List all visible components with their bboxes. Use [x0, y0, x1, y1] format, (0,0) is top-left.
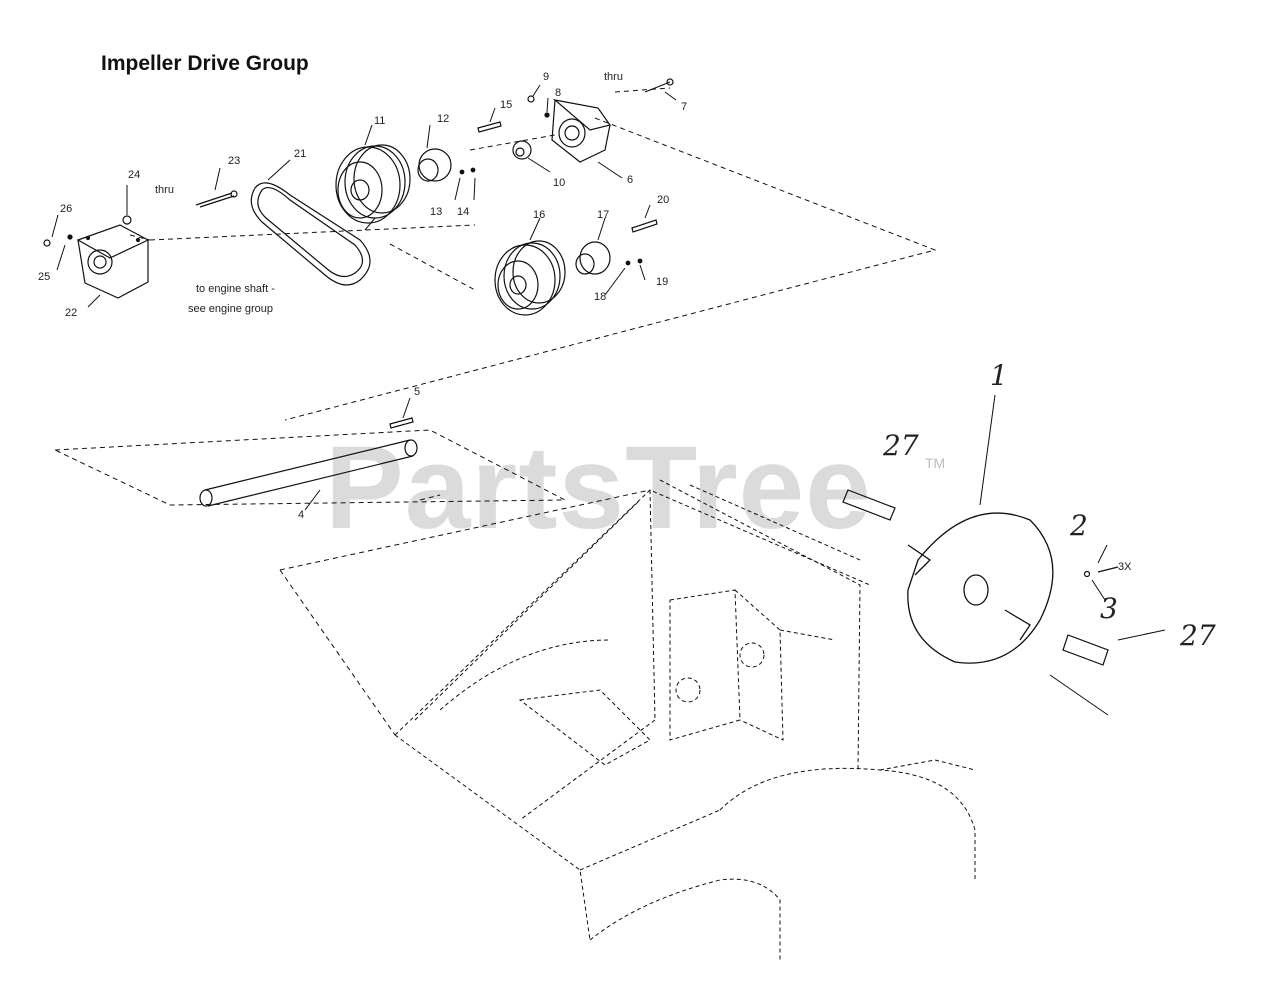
set-screws-13-14	[459, 167, 476, 175]
watermark-tm: TM	[925, 455, 946, 471]
label-18: 18	[594, 291, 606, 303]
diagram-title: Impeller Drive Group	[101, 52, 309, 75]
bolt-26	[43, 239, 51, 247]
lower-hub-17	[575, 241, 611, 275]
bolt-2	[1097, 566, 1119, 573]
washer-8	[544, 112, 550, 118]
leader-lines	[51, 84, 1166, 716]
label-3: 3	[1100, 592, 1118, 625]
blower-housing	[394, 479, 976, 960]
label-20: 20	[657, 194, 669, 206]
label-27-lower: 27	[1179, 619, 1216, 652]
thru-note-left: thru	[155, 184, 174, 196]
nut-24	[122, 215, 132, 225]
label-6: 6	[627, 174, 633, 186]
nut-9	[527, 95, 535, 103]
collar-10	[512, 140, 532, 160]
label-13: 13	[430, 206, 442, 218]
label-19: 19	[656, 276, 668, 288]
label-24: 24	[128, 169, 140, 181]
label-21: 21	[294, 148, 306, 160]
flange-bearing-left	[76, 224, 150, 299]
label-14: 14	[457, 206, 469, 218]
label-5: 5	[414, 386, 420, 398]
key-5	[389, 417, 414, 429]
label-22: 22	[65, 307, 77, 319]
key-15	[477, 121, 502, 133]
label-26: 26	[60, 203, 72, 215]
label-27-upper: 27	[882, 429, 919, 462]
washer-25	[67, 234, 73, 240]
label-11: 11	[374, 115, 385, 127]
label-2: 2	[1069, 509, 1088, 542]
set-screws-18-19	[625, 258, 643, 266]
paddle-27-upper	[842, 489, 896, 521]
paddle-27-lower	[1062, 634, 1109, 666]
assembly-guide-lines	[54, 87, 937, 736]
bolt-7	[644, 78, 674, 93]
flange-bearing-right	[551, 99, 611, 163]
bolt-23	[195, 190, 238, 208]
label-16: 16	[533, 209, 545, 221]
label-10: 10	[553, 177, 565, 189]
lower-pulley-16	[494, 240, 566, 316]
label-9: 9	[543, 71, 549, 83]
label-25: 25	[38, 271, 50, 283]
impeller-shaft-4	[199, 439, 418, 507]
v-belt-21	[250, 182, 371, 286]
label-8: 8	[555, 87, 561, 99]
label-1: 1	[990, 359, 1008, 392]
impeller-plate-1	[907, 512, 1054, 664]
label-23: 23	[228, 155, 240, 167]
upper-hub-12	[417, 148, 452, 182]
label-17: 17	[597, 209, 609, 221]
label-15: 15	[500, 99, 512, 111]
engine-group-note: see engine group	[188, 303, 273, 315]
label-7: 7	[681, 101, 687, 113]
qty-note: 3X	[1118, 561, 1132, 573]
key-20	[631, 219, 658, 233]
label-12: 12	[437, 113, 449, 125]
nut-3	[1083, 570, 1091, 578]
thru-note-top: thru	[604, 71, 623, 83]
engine-shaft-note: to engine shaft -	[196, 283, 275, 295]
upper-pulley-11	[335, 144, 411, 224]
part-labels: 26 25 22 24 23 21 11 12 13 14 15 9 8 10 …	[38, 71, 1216, 652]
label-4: 4	[298, 509, 304, 521]
diagram-notes: thru thru to engine shaft - see engine g…	[155, 71, 623, 315]
